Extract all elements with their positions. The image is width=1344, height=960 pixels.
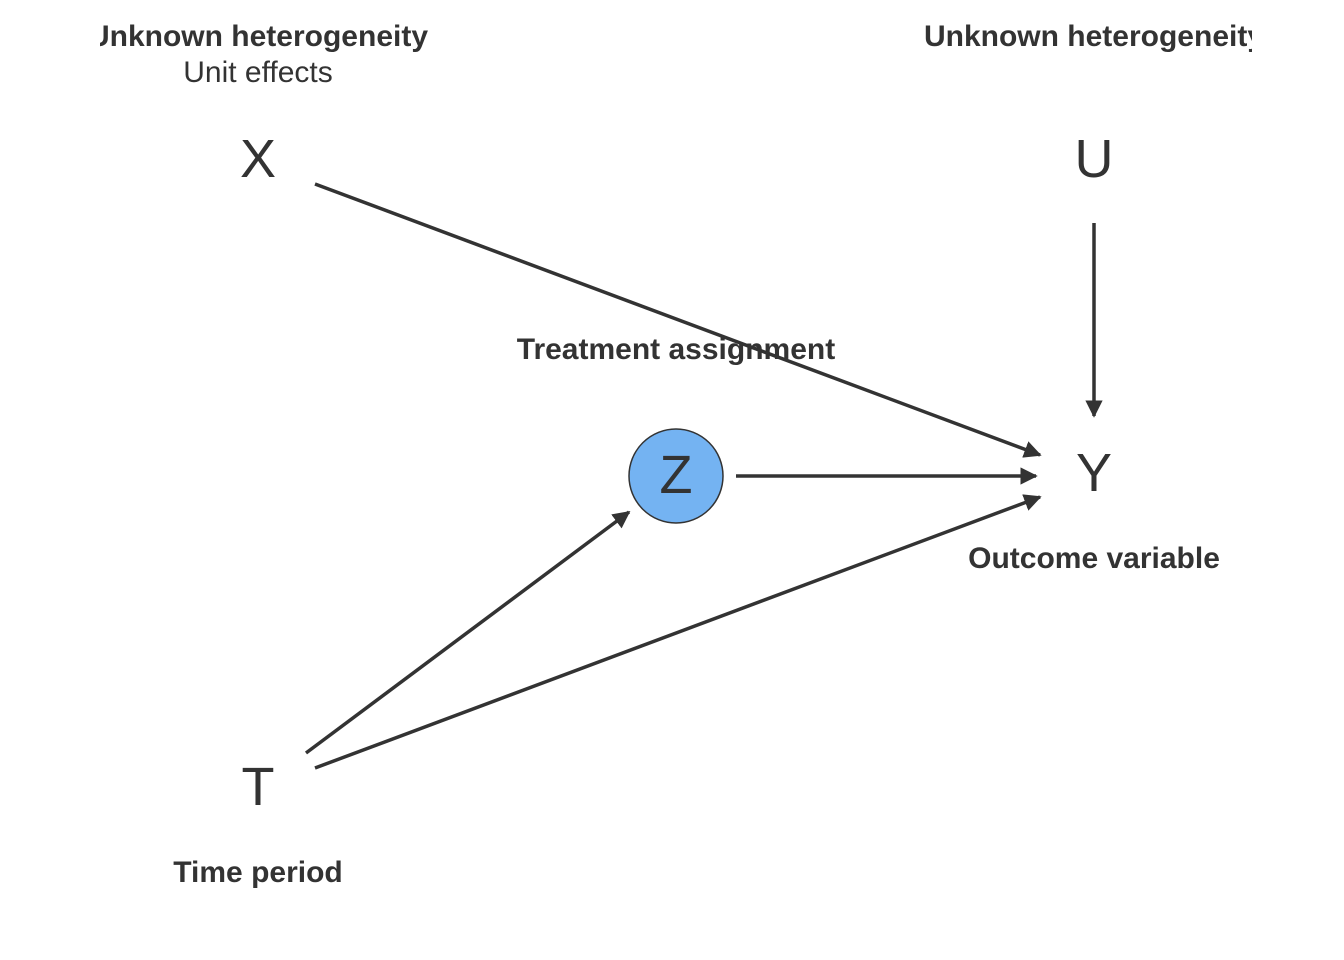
node-x-letter: X (239, 129, 277, 189)
node-t-title: Time period (173, 856, 343, 889)
node-z-letter: Z (659, 445, 693, 505)
edge-t-to-y (314, 494, 1042, 770)
node-u-title: Unknown heterogeneity (923, 20, 1252, 53)
node-u-title-clip: Unknown heterogeneity (900, 14, 1252, 62)
edge-t-to-z (304, 510, 631, 755)
treatment-node-circle (628, 428, 724, 524)
edge-x-to-y (314, 182, 1042, 458)
node-x-title: Unknown heterogeneity (100, 20, 429, 53)
node-x-subtitle: Unit effects (183, 56, 333, 89)
node-u-letter: U (1074, 129, 1114, 189)
node-t-letter: T (241, 757, 275, 817)
node-y-title: Outcome variable (968, 542, 1220, 575)
node-y-letter: Y (1075, 443, 1113, 503)
node-x-title-clip: Unknown heterogeneity (100, 14, 460, 62)
node-z-title: Treatment assignment (516, 333, 836, 366)
